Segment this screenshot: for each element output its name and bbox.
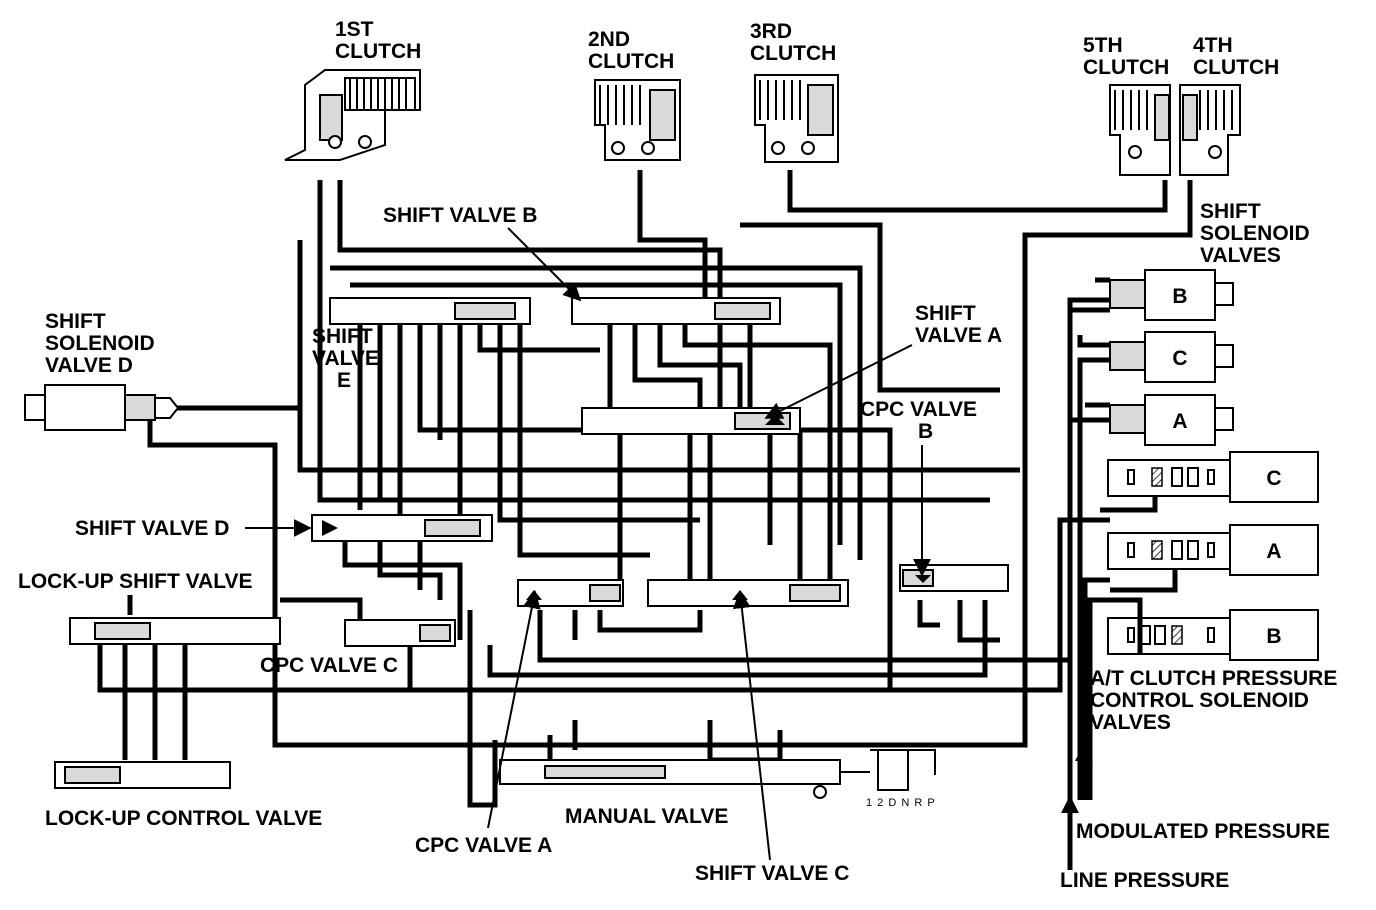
clutch-2nd xyxy=(594,79,681,161)
manual-valve-label: MANUAL VALVE xyxy=(565,805,728,828)
clutch-5th-label: 5TH CLUTCH xyxy=(1083,34,1169,79)
shift-solenoid-a: A xyxy=(1109,394,1234,446)
shift-solenoid-b: B xyxy=(1109,269,1234,321)
cpc-valve-b xyxy=(899,564,1009,592)
shift-valve-d xyxy=(311,514,493,542)
pressure-solenoid-b-label: B xyxy=(1266,625,1281,648)
shift-valve-a-label: SHIFT VALVE A xyxy=(915,302,1002,347)
modulated-pressure-label: MODULATED PRESSURE xyxy=(1076,820,1330,843)
cpc-valve-c-label: CPC VALVE C xyxy=(260,654,398,677)
manual-valve: 1 2 D N R P xyxy=(499,749,936,809)
shift-valve-d-label: SHIFT VALVE D xyxy=(75,517,229,540)
line-pressure-label: LINE PRESSURE xyxy=(1060,869,1229,892)
shift-solenoid-a-label: A xyxy=(1172,410,1187,433)
shift-valve-a xyxy=(581,407,801,435)
pressure-solenoid-c-label: C xyxy=(1266,467,1281,490)
hydraulic-passages xyxy=(97,170,1193,808)
lockup-control-valve-label: LOCK-UP CONTROL VALVE xyxy=(45,807,322,830)
pressure-solenoid-b: B xyxy=(1107,609,1319,661)
pressure-supply-lines xyxy=(1061,297,1178,870)
lockup-shift-valve-label: LOCK-UP SHIFT VALVE xyxy=(18,570,253,593)
clutch-5th xyxy=(1109,84,1171,176)
shift-solenoid-c-label: C xyxy=(1172,347,1187,370)
shift-valve-b xyxy=(571,297,781,325)
cpc-valve-b-label: CPC VALVE B xyxy=(860,398,983,443)
shift-solenoid-valve-d xyxy=(24,384,180,431)
shift-valve-c-label: SHIFT VALVE C xyxy=(695,862,849,885)
atf-clutch-pressure-label: A/T CLUTCH PRESSURE CONTROL SOLENOID VAL… xyxy=(1090,667,1343,734)
clutch-3rd xyxy=(754,74,839,163)
lock-up-shift-valve xyxy=(69,617,281,645)
cpc-valve-a xyxy=(517,579,624,607)
shift-valve-e xyxy=(329,297,531,325)
shift-solenoid-c: C xyxy=(1109,331,1234,383)
leader-lines xyxy=(245,227,931,861)
pressure-solenoid-a: A xyxy=(1107,524,1319,576)
gear-positions-label: 1 2 D N R P xyxy=(866,797,936,809)
shift-valve-e-label: SHIFT VALVE E xyxy=(312,325,385,392)
cpc-valve-c xyxy=(344,619,456,647)
shift-solenoid-valves-label: SHIFT SOLENOID VALVES xyxy=(1200,200,1316,267)
labels: 1ST CLUTCH 2ND CLUTCH 3RD CLUTCH 5TH CLU… xyxy=(18,18,1343,892)
clutch-1st-label: 1ST CLUTCH xyxy=(335,18,421,63)
pressure-solenoid-a-label: A xyxy=(1266,540,1281,563)
clutch-2nd-label: 2ND CLUTCH xyxy=(588,28,674,73)
lock-up-control-valve xyxy=(54,761,231,789)
clutch-4th xyxy=(1179,84,1241,176)
shift-valve-b-label: SHIFT VALVE B xyxy=(383,204,537,227)
clutch-3rd-label: 3RD CLUTCH xyxy=(750,20,836,65)
shift-solenoid-b-label: B xyxy=(1172,285,1187,308)
shift-solenoid-valve-d-label: SHIFT SOLENOID VALVE D xyxy=(45,310,161,377)
clutch-4th-label: 4TH CLUTCH xyxy=(1193,34,1279,79)
clutch-1st xyxy=(284,69,421,161)
shift-valve-c xyxy=(647,579,849,607)
cpc-valve-a-label: CPC VALVE A xyxy=(415,834,552,857)
pressure-solenoid-c: C xyxy=(1107,451,1319,503)
